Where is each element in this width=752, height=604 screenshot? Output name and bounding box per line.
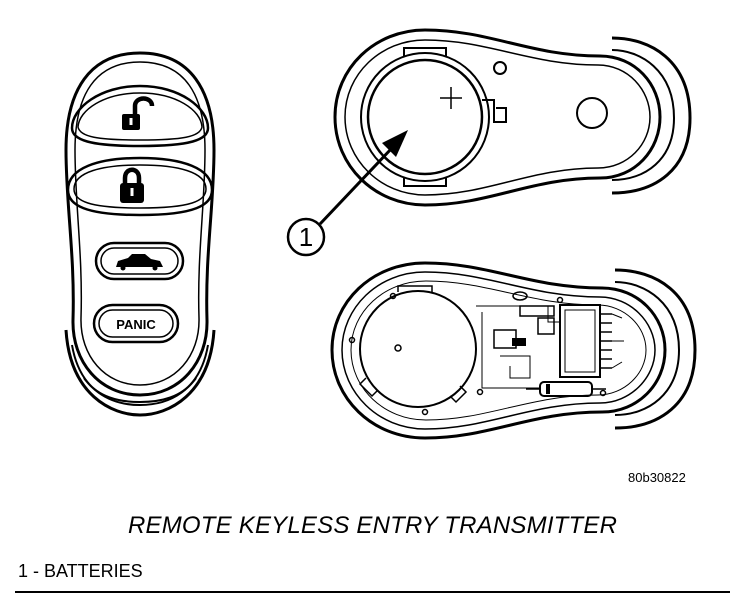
circuit-board-view [330, 261, 697, 440]
callout-number: 1 [299, 222, 313, 252]
figure-legend: 1 - BATTERIES [18, 561, 143, 581]
panic-button: PANIC [92, 303, 180, 344]
lock-icon [120, 167, 144, 203]
unlock-icon [122, 96, 155, 130]
rear-case-battery-view [333, 28, 692, 207]
transmitter-front-view [64, 51, 216, 417]
unlock-button [70, 84, 210, 148]
lock-button [66, 156, 214, 217]
trunk-button [94, 241, 185, 281]
figure-title: REMOTE KEYLESS ENTRY TRANSMITTER [128, 512, 618, 539]
bottom-rule [15, 591, 730, 593]
trunk-icon [116, 254, 163, 271]
panic-label: PANIC [116, 317, 156, 332]
transmitter-diagram: PANIC 1 [64, 28, 697, 440]
figure-reference-code: 80b30822 [628, 470, 686, 485]
callout-1: 1 [286, 130, 408, 257]
